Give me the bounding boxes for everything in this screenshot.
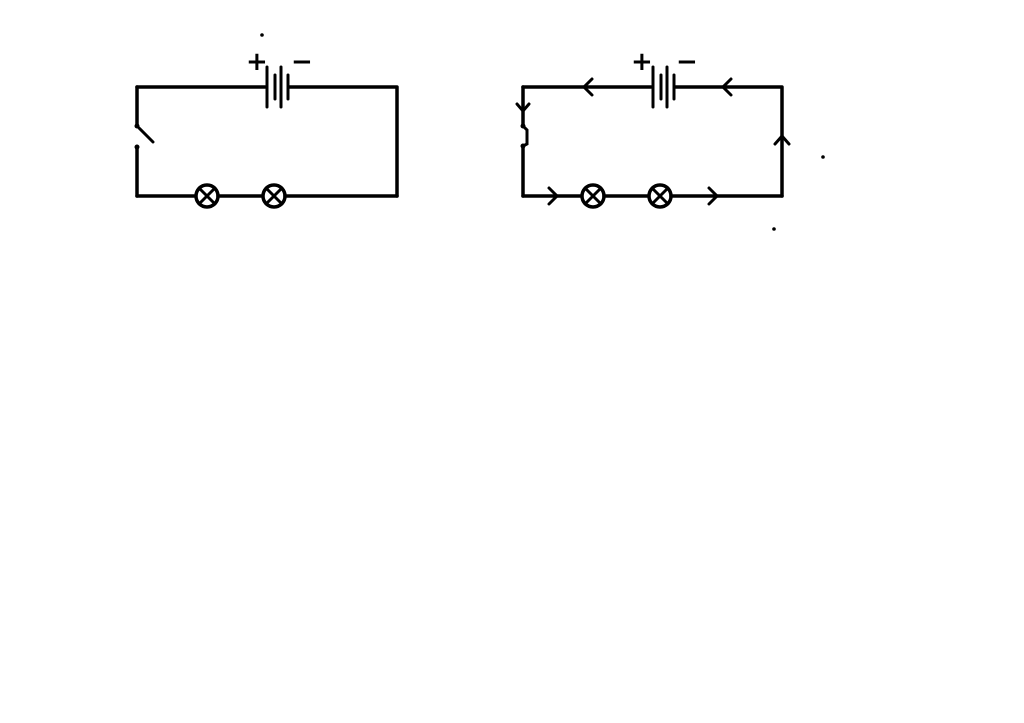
battery-icon: [651, 65, 676, 109]
arrow-up-icon: [773, 133, 791, 146]
open-switch-icon: [134, 123, 155, 150]
battery-plus-label: +: [631, 47, 653, 77]
battery-minus-label: −: [676, 47, 698, 77]
arrow-down-icon: [515, 102, 531, 114]
stray-dot: [260, 33, 264, 37]
arrow-left-icon: [581, 77, 594, 97]
circuit-open-switch: + −: [134, 33, 399, 209]
lamp-icon: [647, 183, 673, 209]
stray-dot: [821, 155, 825, 159]
arrow-right-icon: [547, 186, 560, 206]
arrow-left-icon: [720, 77, 733, 97]
circuit-1-wire-top-right: [287, 85, 399, 198]
stray-dot: [772, 227, 776, 231]
arrow-right-icon: [707, 186, 720, 206]
circuit-closed-switch: + −: [515, 47, 825, 231]
circuit-2-wire-top-right: [673, 85, 784, 198]
lamp-icon: [194, 183, 220, 209]
battery-plus-label: +: [246, 47, 268, 77]
lamp-icon: [261, 183, 287, 209]
closed-switch-icon: [520, 123, 529, 149]
battery-icon: [265, 65, 290, 109]
lamp-icon: [580, 183, 606, 209]
battery-minus-label: −: [291, 47, 313, 77]
